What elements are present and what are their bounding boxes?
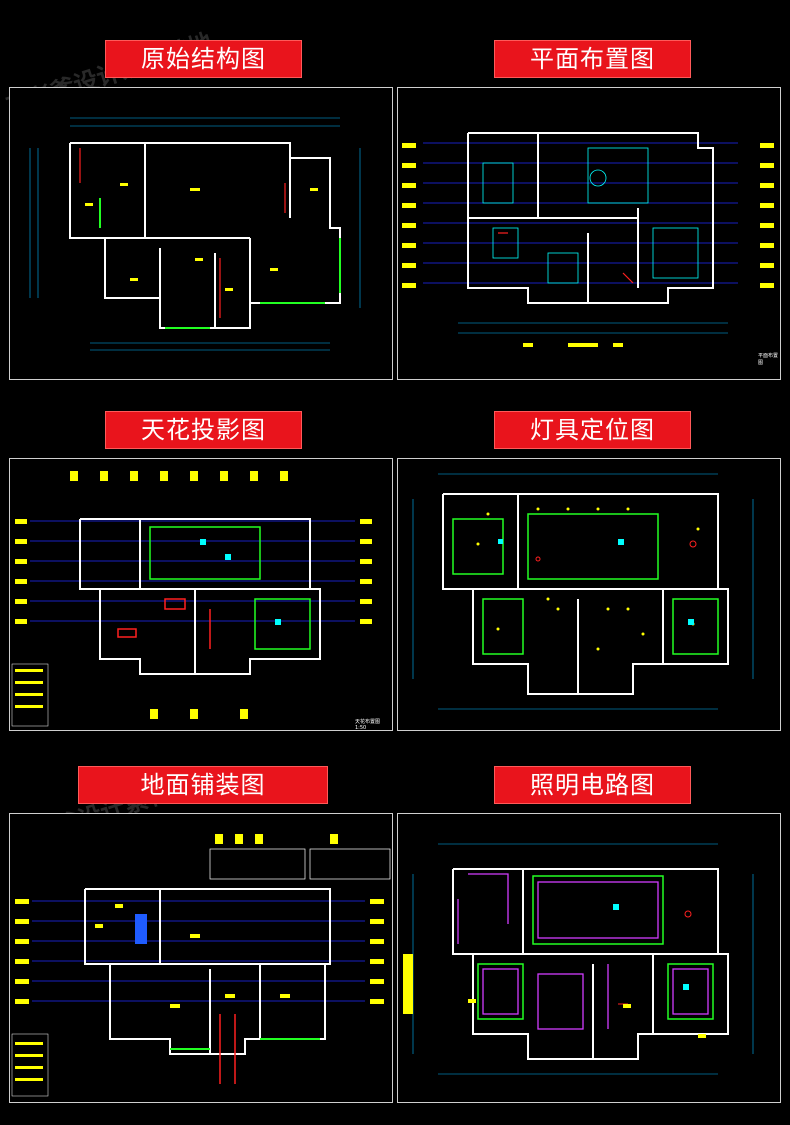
floorplan-drawing <box>29 117 361 351</box>
drawing-caption: 平面布置图 <box>758 353 779 366</box>
drawing-caption: 天花布置图 1:50 <box>355 719 381 731</box>
drawing-lighting-circuit <box>397 813 781 1103</box>
floorplan-drawing <box>412 473 754 710</box>
drawing-ceiling-plan: 天花布置图 1:50 <box>9 458 393 731</box>
floorplan-drawing <box>403 843 754 1075</box>
floorplan-drawing <box>402 132 774 347</box>
panel-title-floor-layout: 平面布置图 <box>494 40 691 78</box>
drawing-floor-paving <box>9 813 393 1103</box>
panel-title-lighting-circuit: 照明电路图 <box>494 766 691 804</box>
panel-title-floor-paving: 地面铺装图 <box>78 766 328 804</box>
floorplan-drawing <box>11 834 391 1097</box>
panel-title-lighting-position: 灯具定位图 <box>494 411 691 449</box>
drawing-floor-layout: 平面布置图 <box>397 87 781 380</box>
floorplan-drawing <box>11 471 372 727</box>
drawing-lighting-position <box>397 458 781 731</box>
panel-title-original-structure: 原始结构图 <box>105 40 302 78</box>
panel-title-ceiling-plan: 天花投影图 <box>105 411 302 449</box>
drawing-original-structure <box>9 87 393 380</box>
